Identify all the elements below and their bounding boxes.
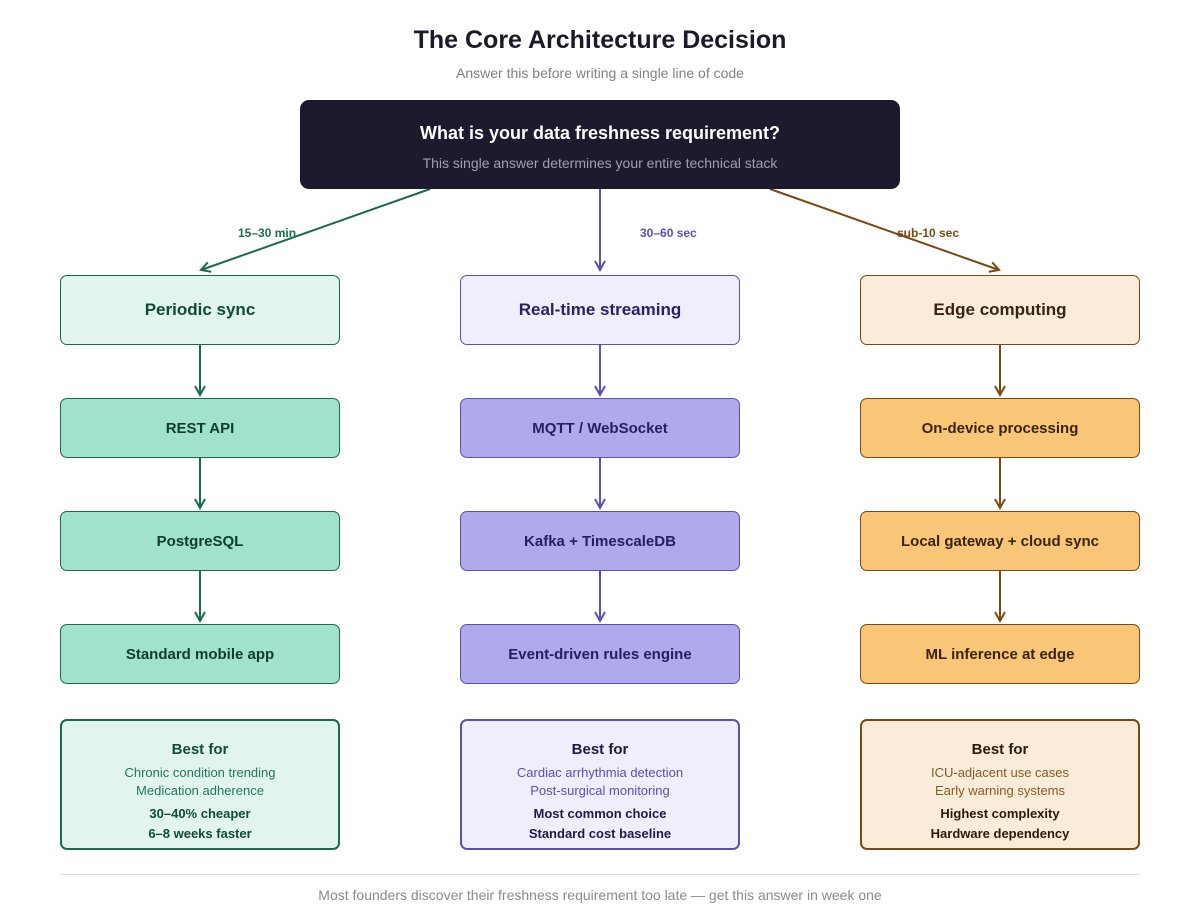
page-title: The Core Architecture Decision: [413, 26, 787, 54]
use-case: Cardiac arrhythmia detection: [516, 765, 684, 780]
tradeoff-note: 6–8 weeks faster: [148, 826, 252, 841]
arrow-to-periodic-sync: [201, 188, 431, 270]
tradeoff-note: Highest complexity: [940, 806, 1060, 821]
node-postgresql: PostgreSQL: [60, 511, 340, 571]
tradeoff-note: Hardware dependency: [930, 826, 1070, 841]
node-mqtt-websocket: MQTT / WebSocket: [460, 398, 740, 458]
node-standard-mobile-app: Standard mobile app: [60, 624, 340, 684]
node-rest-api: REST API: [60, 398, 340, 458]
node-edge-computing: Edge computing: [860, 275, 1140, 345]
use-case: Early warning systems: [934, 783, 1066, 798]
best-for-title: Best for: [171, 741, 229, 758]
use-case: Chronic condition trending: [124, 765, 276, 780]
tradeoff-note: 30–40% cheaper: [149, 806, 251, 821]
footer-divider: [60, 874, 1140, 875]
node-on-device-processing: On-device processing: [860, 398, 1140, 458]
use-case: Medication adherence: [136, 783, 264, 798]
tradeoff-note: Most common choice: [533, 806, 667, 821]
edge-label-streaming: 30–60 sec: [640, 226, 697, 240]
page-subtitle: Answer this before writing a single line…: [456, 65, 744, 81]
node-local-gateway: Local gateway + cloud sync: [860, 511, 1140, 571]
question-subtitle: This single answer determines your entir…: [422, 155, 778, 171]
best-for-title: Best for: [971, 741, 1029, 758]
question-box: What is your data freshness requirement?…: [300, 100, 900, 189]
arrow-to-edge-computing: [769, 188, 999, 270]
node-periodic-sync: Periodic sync: [60, 275, 340, 345]
tradeoff-note: Standard cost baseline: [528, 826, 672, 841]
edge-label-edge: sub-10 sec: [897, 226, 960, 240]
node-real-time-streaming: Real-time streaming: [460, 275, 740, 345]
use-case: ICU-adjacent use cases: [930, 765, 1069, 780]
best-for-card-edge: Best for ICU-adjacent use cases Early wa…: [860, 719, 1140, 850]
edge-label-periodic: 15–30 min: [238, 226, 297, 240]
best-for-title: Best for: [571, 741, 629, 758]
best-for-card-streaming: Best for Cardiac arrhythmia detection Po…: [460, 719, 740, 850]
best-for-card-periodic: Best for Chronic condition trending Medi…: [60, 719, 340, 850]
footer-note: Most founders discover their freshness r…: [318, 887, 882, 903]
question-title: What is your data freshness requirement?: [419, 123, 781, 143]
use-case: Post-surgical monitoring: [530, 783, 670, 798]
node-rules-engine: Event-driven rules engine: [460, 624, 740, 684]
node-kafka-timescaledb: Kafka + TimescaleDB: [460, 511, 740, 571]
node-ml-inference: ML inference at edge: [860, 624, 1140, 684]
